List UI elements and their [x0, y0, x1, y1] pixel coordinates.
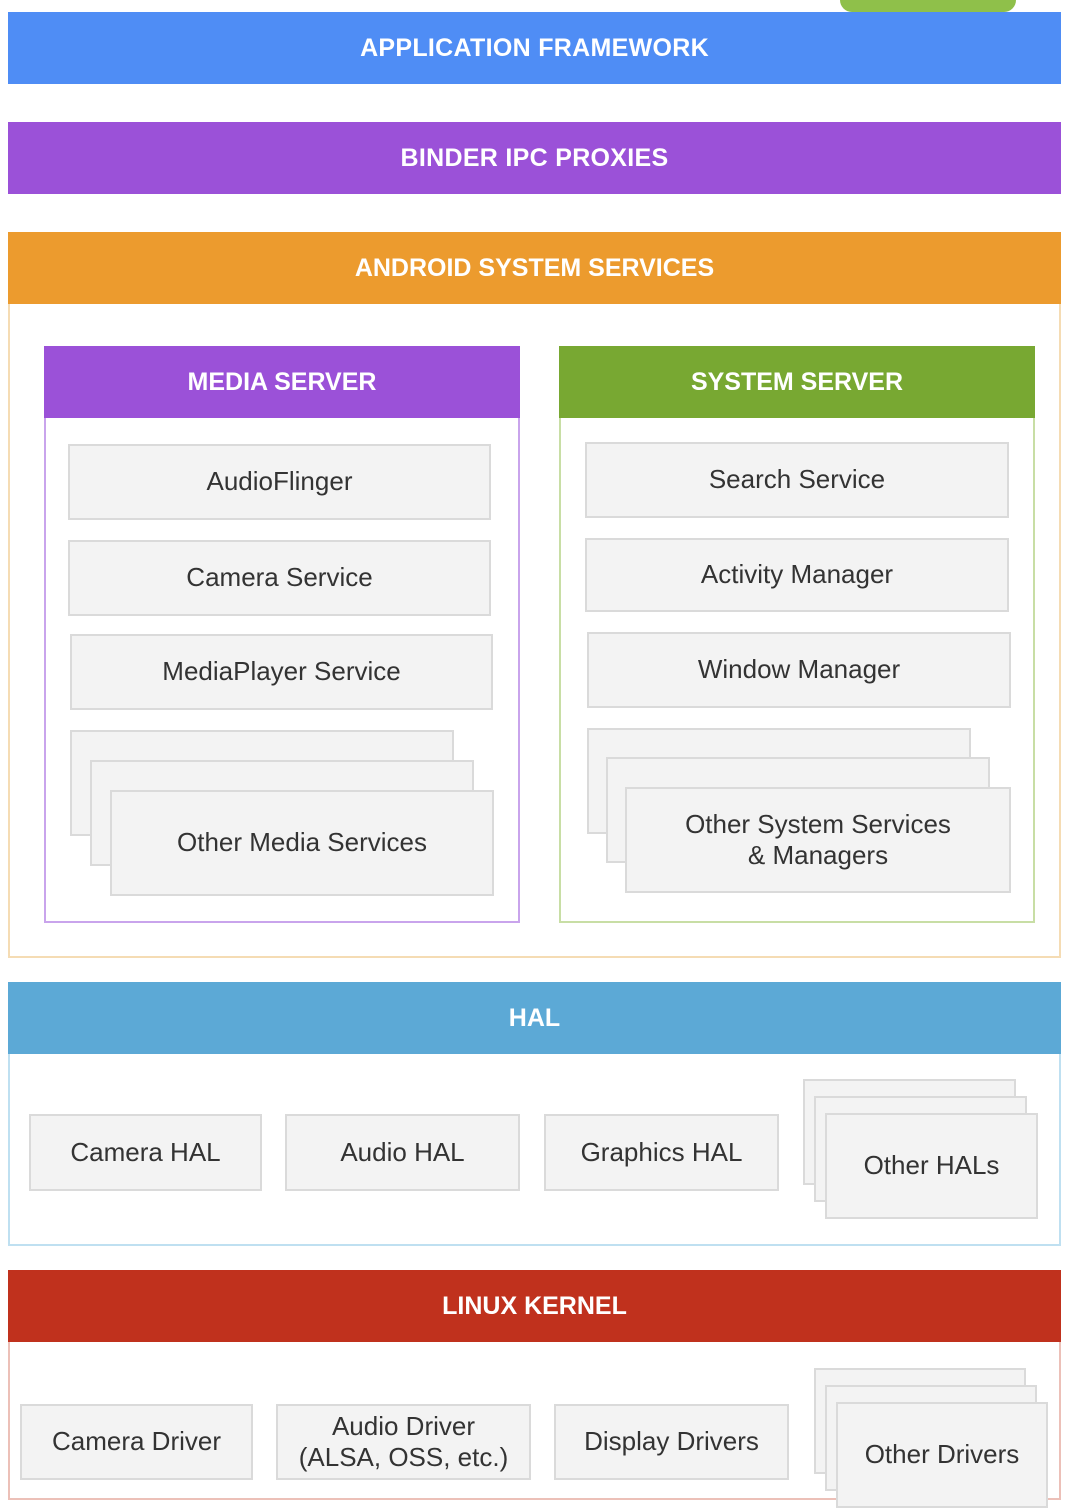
- layer-application-framework: APPLICATION FRAMEWORK: [8, 12, 1061, 84]
- window-manager-box: Window Manager: [587, 632, 1011, 708]
- audioflinger-box: AudioFlinger: [68, 444, 491, 520]
- media-server-title: MEDIA SERVER: [44, 346, 520, 418]
- layer-hal: HAL: [8, 982, 1061, 1054]
- mediaplayer-service-box: MediaPlayer Service: [70, 634, 493, 710]
- audio-hal-box: Audio HAL: [285, 1114, 520, 1191]
- camera-hal-box: Camera HAL: [29, 1114, 262, 1191]
- search-service-box: Search Service: [585, 442, 1009, 518]
- layer-binder-ipc-proxies: BINDER IPC PROXIES: [8, 122, 1061, 194]
- layer-android-system-services: ANDROID SYSTEM SERVICES: [8, 232, 1061, 304]
- other-media-services-box: Other Media Services: [110, 790, 494, 896]
- other-hals-box: Other HALs: [825, 1113, 1038, 1219]
- camera-service-box: Camera Service: [68, 540, 491, 616]
- activity-manager-box: Activity Manager: [585, 538, 1009, 612]
- camera-driver-box: Camera Driver: [20, 1404, 253, 1480]
- layer-linux-kernel: LINUX KERNEL: [8, 1270, 1061, 1342]
- system-server-title: SYSTEM SERVER: [559, 346, 1035, 418]
- graphics-hal-box: Graphics HAL: [544, 1114, 779, 1191]
- other-system-services-box: Other System Services & Managers: [625, 787, 1011, 893]
- other-drivers-box: Other Drivers: [836, 1402, 1048, 1508]
- display-drivers-box: Display Drivers: [554, 1404, 789, 1480]
- audio-driver-box: Audio Driver (ALSA, OSS, etc.): [276, 1404, 531, 1480]
- android-logo-peek: [840, 0, 1016, 12]
